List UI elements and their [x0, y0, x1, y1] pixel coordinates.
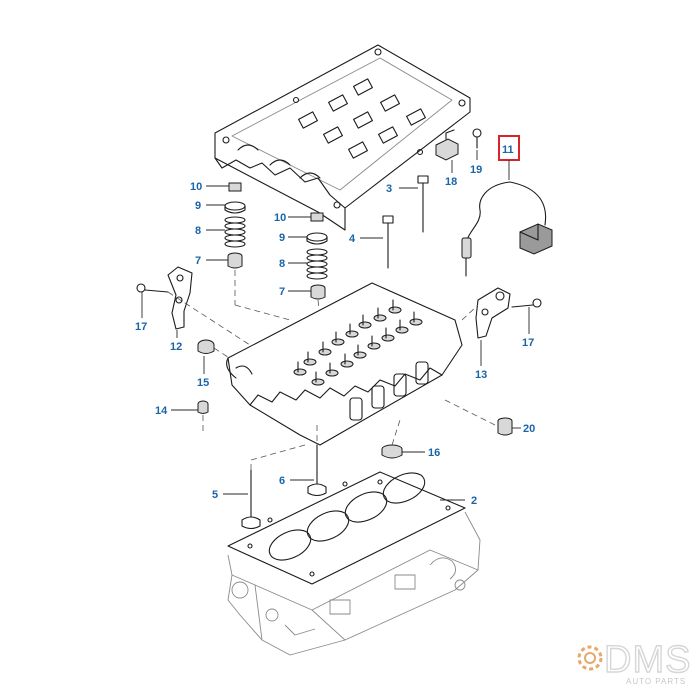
callout-14: 14 — [155, 405, 168, 417]
callout-15: 15 — [197, 377, 209, 389]
callout-8-left: 8 — [195, 225, 201, 237]
watermark-logo: DMS AUTO PARTS — [577, 638, 691, 686]
callout-labels: 2 3 4 5 6 7 7 8 8 9 9 10 10 11 12 13 14 … — [135, 144, 535, 507]
callout-4: 4 — [349, 233, 356, 245]
watermark-text: DMS — [604, 639, 691, 681]
part-11-glow-plug-harness — [461, 181, 553, 277]
part-15-plug — [197, 339, 215, 354]
callout-16: 16 — [428, 447, 440, 459]
part-14-plug — [197, 400, 209, 414]
part-5-valve — [241, 469, 261, 530]
callout-9-left: 9 — [195, 200, 201, 212]
callout-9-center: 9 — [279, 232, 285, 244]
callout-19: 19 — [470, 164, 482, 176]
valve-stack-center — [306, 212, 328, 300]
callout-17-left: 17 — [135, 321, 147, 333]
callout-7-center: 7 — [279, 286, 285, 298]
part-18-sensor — [435, 129, 459, 161]
callout-6: 6 — [279, 475, 285, 487]
part-2-head-gasket — [227, 471, 466, 585]
callout-18: 18 — [445, 176, 457, 188]
callout-20: 20 — [523, 423, 535, 435]
watermark-subtitle: AUTO PARTS — [626, 677, 686, 686]
callout-17-right: 17 — [522, 337, 534, 349]
callout-8-center: 8 — [279, 258, 285, 270]
part-13-bracket — [475, 287, 511, 339]
engine-block — [227, 511, 481, 656]
part-16-plug — [381, 444, 403, 459]
callout-10-left: 10 — [190, 181, 202, 193]
part-12-bracket — [167, 266, 193, 330]
gear-icon — [577, 645, 603, 671]
valve-stack-left — [224, 182, 246, 269]
part-17-bolt-left — [136, 283, 169, 293]
part-6-valve — [307, 444, 327, 497]
callout-11: 11 — [502, 144, 514, 156]
callout-7-left: 7 — [195, 255, 201, 267]
part-20-plug — [497, 417, 513, 436]
part-3-bolt — [417, 175, 429, 233]
callout-3: 3 — [386, 183, 392, 195]
callout-2: 2 — [471, 495, 477, 507]
camshaft-carrier-frame — [214, 44, 471, 231]
cylinder-head — [226, 282, 463, 446]
callout-13: 13 — [475, 369, 487, 381]
callout-5: 5 — [212, 489, 218, 501]
callout-12: 12 — [170, 341, 182, 353]
part-17-bolt-right — [511, 298, 542, 308]
part-4-bolt — [382, 215, 394, 269]
callout-10-center: 10 — [274, 212, 286, 224]
part-19-bolt — [472, 128, 482, 149]
